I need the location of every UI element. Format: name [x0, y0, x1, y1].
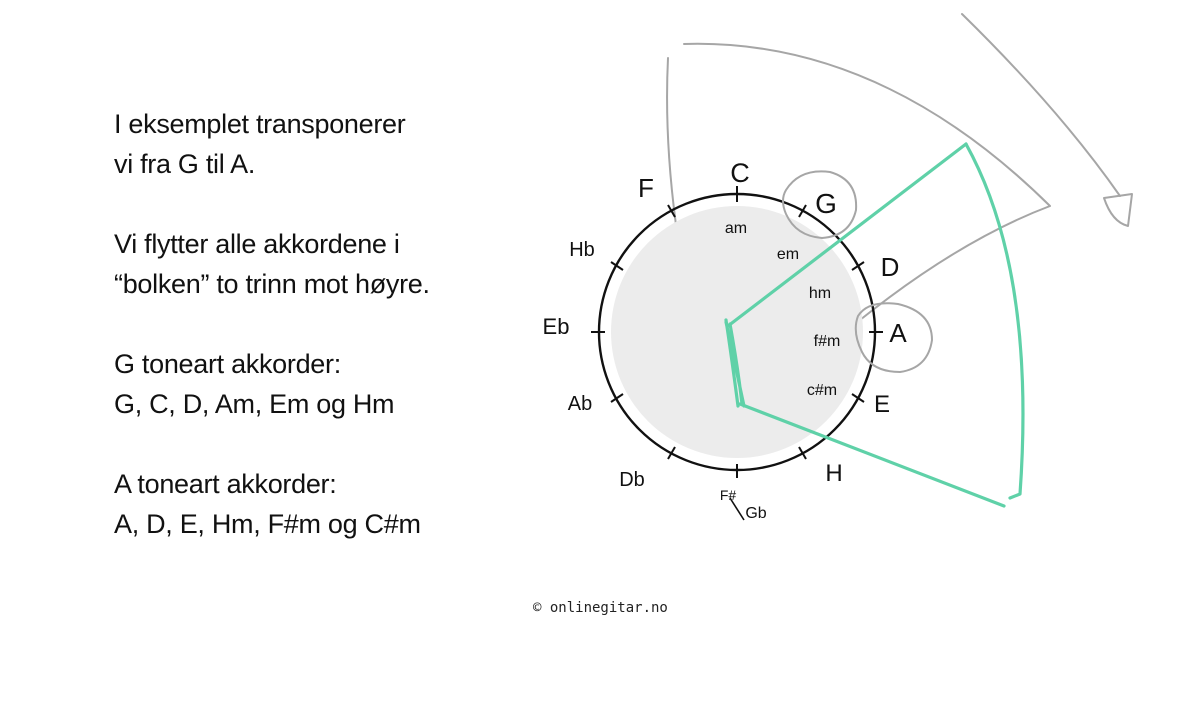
note-eb: Eb: [543, 314, 570, 339]
explanation-text: I eksemplet transponerer vi fra G til A.…: [114, 104, 534, 544]
tick-hb: [610, 261, 624, 271]
a-key-chords: A, D, E, Hm, F#m og C#m: [114, 509, 421, 539]
note-d: D: [881, 252, 900, 282]
instruction-line-2: “bolken” to trinn mot høyre.: [114, 269, 430, 299]
note-fs-top: F#: [720, 487, 737, 503]
note-h: H: [825, 460, 842, 487]
note-a: A: [889, 318, 907, 348]
green-highlight-wedge: [724, 142, 1025, 508]
note-fs-slash: [729, 497, 745, 521]
a-key-paragraph: A toneart akkorder: A, D, E, Hm, F#m og …: [114, 464, 534, 544]
note-fs-bottom: Gb: [745, 505, 766, 522]
arrow-head-icon: [1103, 193, 1133, 227]
note-hb: Hb: [569, 239, 595, 261]
tick-marks: [591, 186, 883, 478]
tick-h: [798, 446, 807, 460]
tick-db: [667, 446, 676, 460]
tick-g: [798, 204, 807, 218]
chord-em: em: [777, 246, 799, 263]
note-f: F: [638, 173, 654, 203]
chord-am: am: [725, 220, 747, 237]
tick-d: [851, 261, 865, 271]
g-key-chords: G, C, D, Am, Em og Hm: [114, 389, 395, 419]
chord-hm: hm: [809, 285, 831, 302]
note-labels: C G D A E H F# Gb Db Ab Eb Hb F: [543, 158, 908, 522]
g-key-heading: G toneart akkorder:: [114, 349, 341, 379]
a-key-heading: A toneart akkorder:: [114, 469, 337, 499]
g-key-paragraph: G toneart akkorder: G, C, D, Am, Em og H…: [114, 344, 534, 424]
tick-e: [851, 393, 865, 403]
note-ab: Ab: [568, 393, 592, 415]
chord-fsm: f#m: [814, 333, 841, 350]
intro-line-2: vi fra G til A.: [114, 149, 256, 179]
note-e: E: [874, 391, 890, 418]
inner-disc: [611, 206, 863, 458]
a-highlight-circle: [854, 302, 934, 374]
note-c: C: [730, 158, 750, 188]
note-fs-gb: F# Gb: [720, 487, 767, 522]
chord-csm: c#m: [807, 382, 837, 399]
intro-line-1: I eksemplet transponerer: [114, 109, 406, 139]
g-highlight-circle: [782, 170, 858, 240]
instruction-line-1: Vi flytter alle akkordene i: [114, 229, 400, 259]
note-g: G: [815, 188, 837, 219]
minor-chord-labels: am em hm f#m c#m: [725, 220, 840, 399]
note-db: Db: [619, 469, 645, 491]
copyright-text: © onlinegitar.no: [533, 600, 668, 616]
intro-paragraph: I eksemplet transponerer vi fra G til A.: [114, 104, 534, 184]
tick-f: [667, 204, 676, 218]
instruction-paragraph: Vi flytter alle akkordene i “bolken” to …: [114, 224, 534, 304]
tick-ab: [610, 393, 624, 403]
